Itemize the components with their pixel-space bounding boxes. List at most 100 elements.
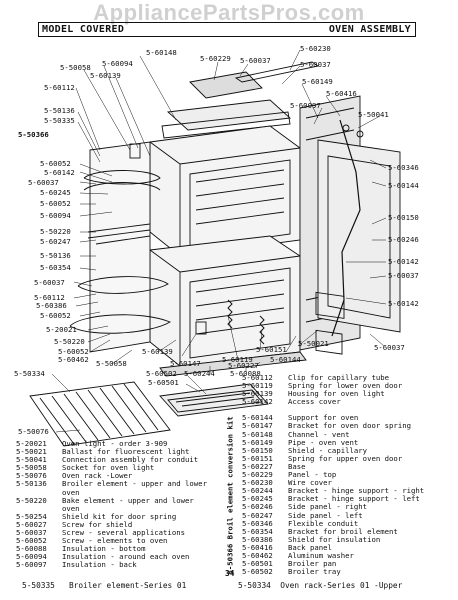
- header-assembly-title: OVEN ASSEMBLY: [328, 24, 411, 35]
- callout-label: 5-60462: [58, 355, 89, 364]
- kit-label-text: 5-50366 Broil element conversion kit: [225, 416, 235, 575]
- callout-label: 5-60246: [388, 235, 419, 244]
- part-description: Spring for lower oven door: [288, 381, 403, 391]
- part-row: 5-60229 Panel - top: [242, 470, 458, 480]
- part-description: Insulation - bottom: [62, 544, 146, 554]
- callout-label: 5-50076: [18, 427, 49, 436]
- part-number: 5-60229: [242, 470, 273, 480]
- callout-label: 5-50220: [54, 337, 85, 346]
- callout-label: 5-60037: [374, 343, 405, 352]
- part-number: 5-50220: [16, 495, 47, 505]
- callout-label: 5-60386: [36, 301, 67, 310]
- callout-label: 5-60142: [44, 168, 75, 177]
- part-description: Connection assembly for conduit: [62, 455, 199, 465]
- part-number: 5-60148: [242, 429, 273, 439]
- callout-label: 5-60150: [388, 213, 419, 222]
- part-description: Flexible conduit: [288, 518, 359, 528]
- part-number: 5-60139: [242, 389, 273, 399]
- part-description: Insulation - back: [62, 560, 137, 570]
- part-description: Oven rack -Lower: [62, 471, 133, 481]
- part-description: Screw for shield: [62, 519, 133, 529]
- part-number: 5-60144: [242, 413, 273, 423]
- callout-label: 5-50058: [96, 359, 127, 368]
- header-models-covered: MODEL COVERED: [42, 24, 125, 35]
- part-number: 5-50136: [16, 479, 47, 489]
- part-description: Aluminum washer: [288, 550, 354, 560]
- part-number: 5-60462: [242, 550, 273, 560]
- callout-label: 5-60052: [58, 347, 89, 356]
- part-number: 5-50021: [16, 447, 47, 457]
- part-description: Support for oven: [288, 413, 359, 423]
- callout-label: 5-60037: [240, 56, 271, 65]
- part-row: oven: [16, 488, 230, 497]
- callout-label: 5-50041: [358, 110, 389, 119]
- part-description: Bracket for broil element: [288, 526, 398, 536]
- part-row: 5-50254 Shield kit for door spring: [16, 511, 230, 521]
- callout-label: 5-60052: [40, 311, 71, 320]
- part-number: 5-60119: [242, 381, 273, 391]
- footer-right-description: Oven rack-Series 01 -Upper: [280, 581, 403, 590]
- part-number: 5-60149: [242, 437, 273, 447]
- part-number: 5-60230: [242, 478, 273, 488]
- callout-label: 5-60052: [40, 159, 71, 168]
- callout-label: 5-60151: [256, 345, 287, 354]
- part-description: Broiler tray: [288, 567, 341, 577]
- callout-label: 5-60148: [146, 48, 177, 57]
- footer-right: 5-50334 Oven rack-Series 01 -Upper: [238, 581, 402, 590]
- footer-left-description: Broiler element-Series 01: [68, 581, 187, 590]
- part-number: 5-50076: [16, 471, 47, 481]
- part-description: Oven light - order 3-909: [62, 439, 168, 448]
- callout-label: 5-60245: [40, 188, 71, 197]
- part-number: 5-60386: [242, 534, 273, 544]
- part-description: Shield kit for door spring: [62, 511, 177, 521]
- part-number: 5-60052: [16, 536, 47, 546]
- part-description: Clip for capillary tube: [288, 373, 390, 382]
- part-number: 5-60094: [16, 552, 47, 562]
- callout-label: 5-60346: [388, 163, 419, 172]
- callout-label: 5-60244: [184, 369, 215, 378]
- watermark: AppliancePartsPros.com: [93, 0, 365, 25]
- part-description: Shield - capillary: [288, 445, 368, 455]
- part-description: Bracket - hinge support - right: [288, 486, 425, 496]
- part-description: Pipe - oven vent: [288, 437, 359, 447]
- part-description: Back panel: [288, 542, 332, 552]
- callout-label: 5-60247: [40, 237, 71, 246]
- part-number: 5-60037: [16, 528, 47, 538]
- callout-label: 5-60037: [28, 178, 59, 187]
- part-row: 5-60119 Spring for lower oven door: [242, 381, 458, 391]
- callout-label: 5-60147: [170, 359, 201, 368]
- callout-label: 5-60037: [34, 278, 65, 287]
- part-number: 5-60151: [242, 453, 273, 463]
- part-number: 5-50254: [16, 511, 47, 521]
- part-number: 5-60112: [242, 373, 273, 382]
- part-number: 5-60227: [242, 461, 273, 471]
- callout-label: 5-60229: [200, 54, 231, 63]
- callout-label: 5-60144: [270, 355, 301, 364]
- part-description: Panel - top: [288, 470, 337, 480]
- header-box: MODEL COVERED OVEN ASSEMBLY: [38, 22, 416, 37]
- part-description: Access cover: [288, 397, 341, 407]
- part-row: 5-50076 Oven rack -Lower: [16, 472, 230, 480]
- callout-label: 5-50021: [298, 339, 329, 348]
